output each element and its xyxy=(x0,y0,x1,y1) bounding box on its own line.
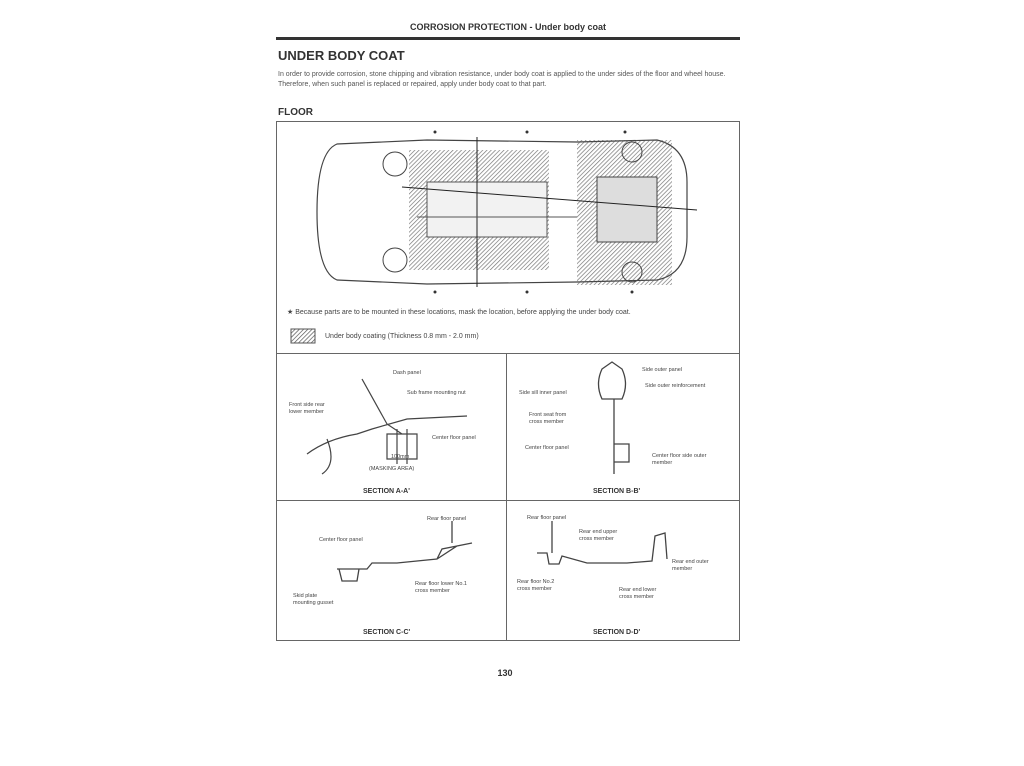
intro-line-2: Therefore, when such panel is replaced o… xyxy=(278,81,547,88)
label: Dash panel xyxy=(393,370,421,376)
section-title: SECTION B-B' xyxy=(593,488,641,495)
label: Side outer reinforcement xyxy=(645,383,706,389)
car-underbody-diagram xyxy=(290,130,698,344)
section-c-figure: Rear floor panel Center floor panel Skid… xyxy=(276,500,507,641)
section-d-figure: Rear floor panel Rear end upper cross me… xyxy=(506,500,740,641)
intro-line-1: In order to provide corrosion, stone chi… xyxy=(278,71,726,78)
label: Center floor side outer member xyxy=(652,453,707,466)
label: Front side rear lower member xyxy=(289,402,325,415)
running-header: CORROSION PROTECTION - Under body coat xyxy=(409,22,606,32)
label: Rear end upper cross member xyxy=(579,529,618,542)
label: Rear floor panel xyxy=(527,515,567,521)
section-b-figure: Side outer panel Side outer reinforcemen… xyxy=(506,353,740,501)
floor-heading: FLOOR xyxy=(278,107,313,118)
label: Sub frame mounting nut xyxy=(407,390,466,396)
label: Center floor panel xyxy=(525,445,569,451)
label: Rear floor lower No.1 cross member xyxy=(415,581,467,594)
label: Side outer panel xyxy=(642,367,683,373)
section-title: SECTION D-D' xyxy=(593,629,641,636)
label: Rear floor panel xyxy=(427,516,467,522)
section-title: SECTION A-A' xyxy=(363,488,410,495)
label: Skid plate mounting gusset xyxy=(293,593,334,606)
page-title: UNDER BODY COAT xyxy=(278,48,405,63)
header-rule xyxy=(276,37,740,40)
label: Rear floor No.2 cross member xyxy=(517,579,555,592)
section-title: SECTION C-C' xyxy=(363,629,411,636)
masking-note: ★ Because parts are to be mounted in the… xyxy=(287,309,631,316)
page-number: 130 xyxy=(497,668,513,678)
coating-legend: Under body coating (Thickness 0.8 mm - 2… xyxy=(325,333,479,340)
intro-paragraph: In order to provide corrosion, stone chi… xyxy=(278,70,740,90)
label: Center floor panel xyxy=(319,537,363,543)
label: Rear end outer member xyxy=(672,559,709,572)
section-a-figure: Dash panel Sub frame mounting nut Front … xyxy=(276,353,507,501)
floor-figure: ★ Because parts are to be mounted in the… xyxy=(276,121,740,354)
label: Rear end lower cross member xyxy=(619,587,657,600)
label: Front seat from cross member xyxy=(529,412,567,425)
label: Center floor panel xyxy=(432,435,476,441)
label: (MASKING AREA) xyxy=(369,466,415,472)
label: Side sill inner panel xyxy=(519,390,567,396)
label: 100mm xyxy=(391,454,410,460)
